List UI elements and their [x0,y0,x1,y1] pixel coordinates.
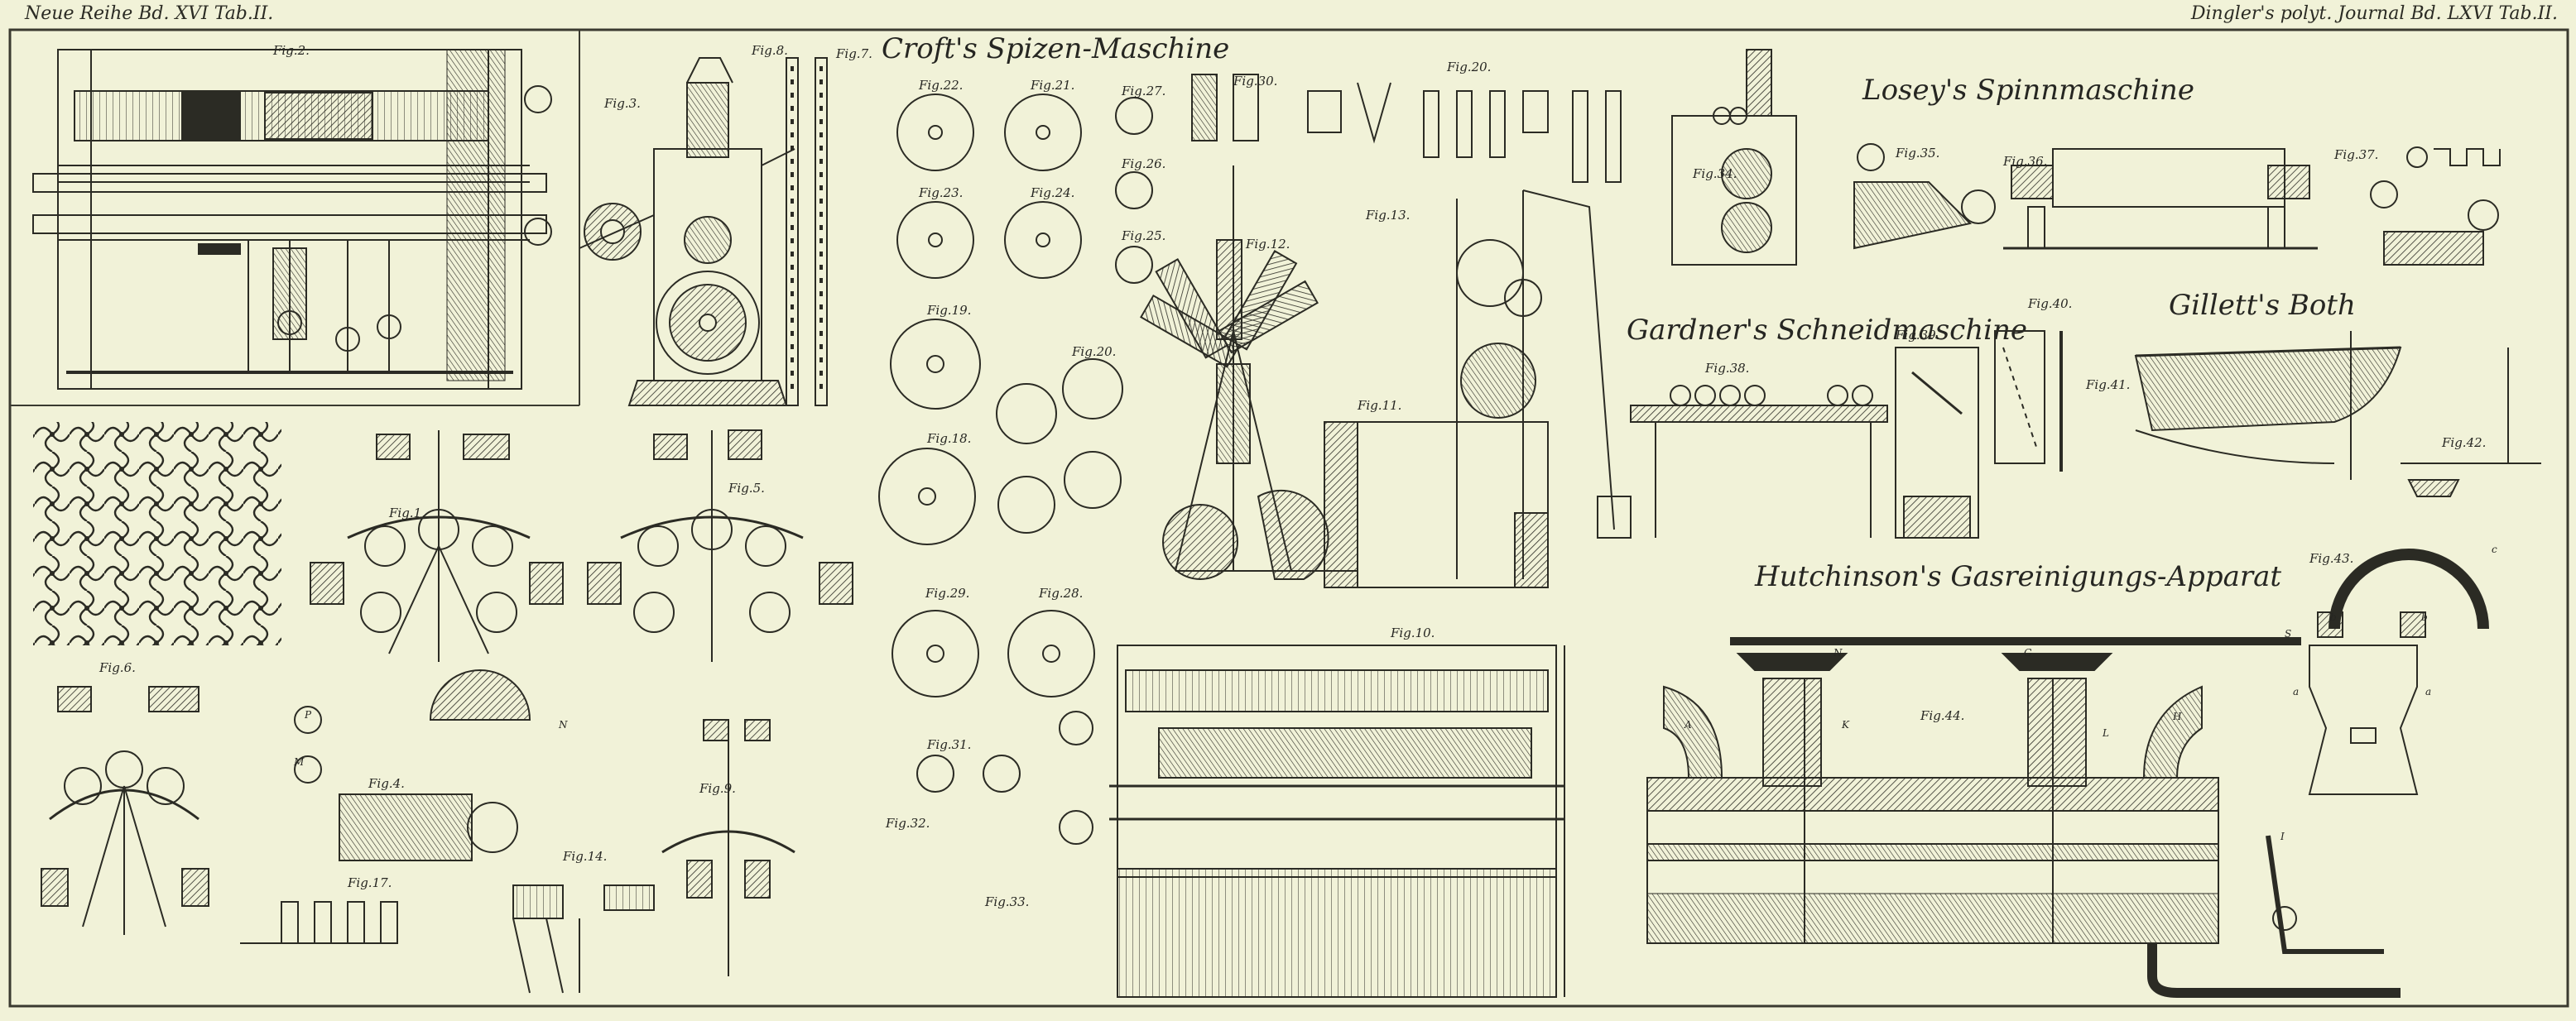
fig25-caption: Fig.25. [1121,228,1165,243]
fig1-caption: Fig.1. [388,506,425,520]
fig37-caption: Fig.37. [2333,147,2378,162]
fig10-drawing [1059,645,1565,998]
label-M: M [293,756,305,768]
fig39-drawing [1895,347,1979,539]
fig20b-caption: Fig.20. [1446,60,1491,74]
fig36-drawing [2003,148,2318,250]
fig34-drawing [1671,49,1797,266]
fig21-caption: Fig.21. [1030,78,1074,93]
gardner-title: Gardner's Schneidmaschine [1627,314,2027,347]
plate-border [8,28,2569,1008]
hutchinson-title: Hutchinson's Gasreinigungs-Apparat [1754,560,2281,593]
fig36-caption: Fig.36. [2002,154,2047,169]
fig14-drawing [512,884,655,994]
lace-pattern [33,422,281,645]
fig39-caption: Fig.39. [1895,328,1939,343]
fig4-caption: Fig.4. [368,776,405,791]
fig8-caption: Fig.8. [751,43,788,58]
fig28-caption: Fig.28. [1038,586,1083,601]
bobbin-wheels [878,93,1153,793]
fig22-caption: Fig.22. [918,78,963,93]
gillett-title: Gillett's Both [2169,289,2356,322]
fig9-caption: Fig.9. [699,781,736,796]
header-right: Dingler's polyt. Journal Bd. LXVI Tab.II… [2190,3,2558,24]
label-G: G [2024,647,2032,659]
label-H: H [2172,711,2182,722]
fig30-caption: Fig.30. [1233,74,1277,89]
fig40-drawing [1994,330,2063,472]
fig38-drawing [1630,385,1888,538]
fig11-drawing [1324,189,1632,588]
fig35-drawing [1853,143,1996,250]
label-A: A [1684,719,1692,731]
fig5-drawing [587,429,853,662]
fig4-drawing [294,669,531,861]
fig27-caption: Fig.27. [1121,84,1165,98]
fig29-caption: Fig.29. [925,586,969,601]
fig34-caption: Fig.34. [1692,166,1737,181]
label-a: a [2293,686,2299,697]
fig31-caption: Fig.31. [926,737,971,752]
label-a2: a [2425,686,2431,697]
fig37-drawing [2370,146,2501,266]
fig41-caption: Fig.41. [2085,377,2130,392]
fig32-caption: Fig.32. [885,816,930,831]
fig38-caption: Fig.38. [1704,361,1749,376]
fig19-caption: Fig.19. [926,303,971,318]
fig3-drawing [579,57,795,406]
fig2-drawing [32,49,552,390]
label-I: I [2280,831,2285,842]
fig44-drawing [1646,637,2401,998]
fig17-caption: Fig.17. [347,875,392,890]
fig12-drawing [1140,74,1358,580]
fig33-caption: Fig.33. [984,894,1029,909]
fig6-drawing [41,686,209,935]
fig26-caption: Fig.26. [1121,156,1165,171]
fig2-caption: Fig.2. [272,43,310,58]
fig20-parts [1307,82,1622,183]
fig23-caption: Fig.23. [918,185,963,200]
fig9-drawing [661,719,795,976]
fig11-caption: Fig.11. [1357,398,1401,413]
label-b2: b [2421,611,2428,623]
header-left: Neue Reihe Bd. XVI Tab.II. [25,3,274,24]
fig43-drawing [2308,549,2489,795]
label-b: b [2330,611,2337,623]
fig43-caption: Fig.43. [2309,551,2353,566]
fig3-caption: Fig.3. [603,96,641,111]
fig5-caption: Fig.5. [728,481,765,496]
fig14-caption: Fig.14. [562,849,607,864]
fig7-caption: Fig.7. [835,46,872,61]
label-K: K [1841,719,1850,731]
fig13-caption: Fig.13. [1365,208,1410,223]
fig42-caption: Fig.42. [2441,435,2486,450]
label-L: L [2102,727,2109,739]
fig40-caption: Fig.40. [2027,296,2072,311]
label-S: S [2285,628,2291,640]
fig18-caption: Fig.18. [926,431,971,446]
fig10-caption: Fig.10. [1390,626,1435,640]
fig17-drawing [240,901,398,944]
fig24-caption: Fig.24. [1030,185,1074,200]
label-c: c [2492,544,2497,555]
label-Nfig: N [558,719,568,731]
fig12-caption: Fig.12. [1245,237,1290,252]
fig7-8-drawing [786,57,828,406]
label-N: N [1833,647,1843,659]
croft-title: Croft's Spizen-Maschine [882,32,1229,65]
fig1-drawing [310,430,564,662]
fig44-caption: Fig.44. [1920,708,1964,723]
fig6-caption: Fig.6. [99,660,136,675]
fig35-caption: Fig.35. [1895,146,1939,161]
fig42-drawing [2401,348,2541,497]
label-P: P [304,709,312,721]
fig20-caption: Fig.20. [1071,344,1116,359]
fig41-drawing [2134,331,2402,480]
losey-title: Losey's Spinnmaschine [1862,74,2194,107]
